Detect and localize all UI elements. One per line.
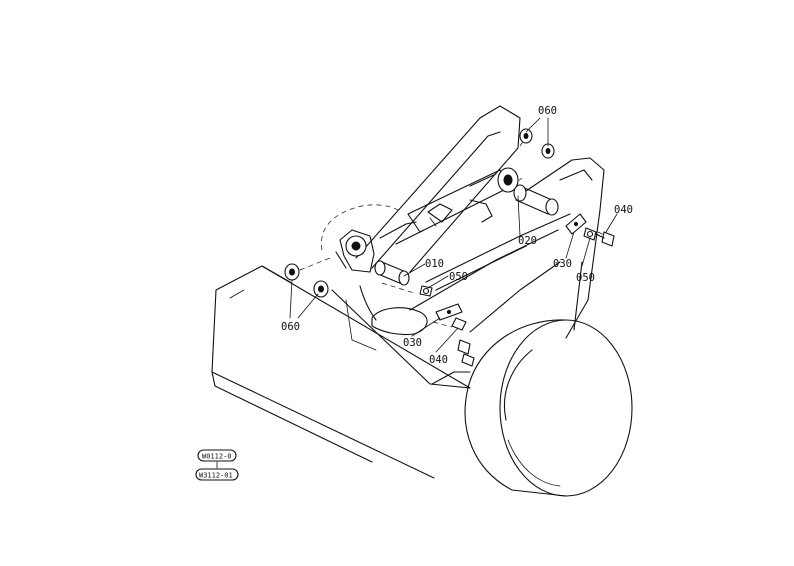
washer-060-upper [519, 128, 555, 159]
callout-050-right: 050 [576, 272, 595, 284]
reference-stamps: W0112-0 W3112-01 [195, 449, 239, 481]
plate-030-left [435, 303, 463, 321]
stamp-top-frame [197, 449, 237, 462]
callout-050-left: 050 [449, 271, 468, 283]
front-tire [464, 319, 633, 497]
plate-030-right [565, 213, 587, 235]
callout-labels: 060 040 020 030 050 010 050 060 030 040 [281, 105, 633, 366]
callout-030-right: 030 [553, 258, 572, 270]
washer-050-left [419, 285, 433, 297]
callout-040-left: 040 [429, 354, 448, 366]
callout-010: 010 [425, 258, 444, 270]
washer-060-lower [284, 263, 329, 298]
stamp-bottom-frame [195, 468, 239, 481]
callout-030-left: 030 [403, 337, 422, 349]
pin-020 [513, 184, 559, 216]
bolt-040-right [595, 231, 615, 247]
washer-050-right [583, 227, 597, 241]
left-wheel-outline [321, 204, 403, 251]
callout-060-lower: 060 [281, 321, 300, 333]
pin-010 [374, 260, 410, 286]
leader-lines [289, 117, 618, 353]
callout-020: 020 [518, 235, 537, 247]
left-clevis [335, 229, 375, 273]
callout-060-upper: 060 [538, 105, 557, 117]
stamp-top-text: W0112-0 [202, 453, 232, 461]
upper-cylinder [379, 167, 519, 245]
bucket [211, 265, 471, 479]
stamp-bottom-text: W3112-01 [199, 472, 233, 480]
bolt-040-left [451, 317, 475, 367]
callout-040-right: 040 [614, 204, 633, 216]
